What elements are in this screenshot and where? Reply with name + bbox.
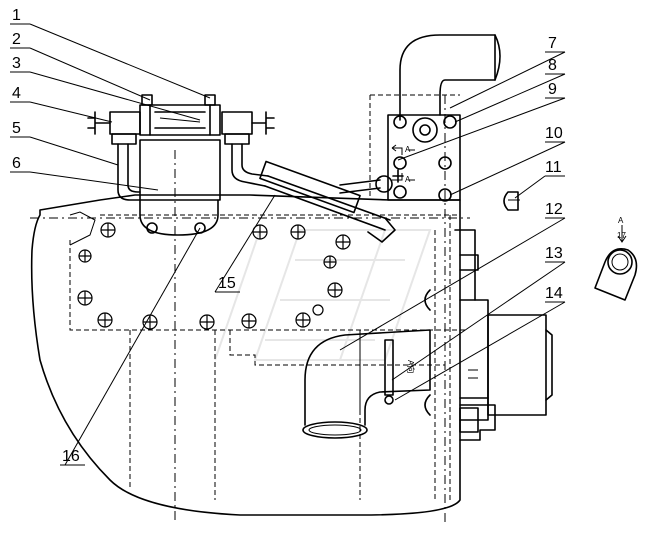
- pipes: [117, 143, 396, 243]
- section-a-upper: A: [405, 145, 411, 154]
- callout-9: 9: [548, 81, 557, 98]
- detail-views: [503, 191, 638, 301]
- callout-14: 14: [545, 285, 563, 302]
- lower-elbow: [302, 329, 431, 439]
- callout-1: 1: [12, 7, 21, 24]
- view-a-rotated-label: A向: [406, 360, 416, 373]
- callout-16: 16: [62, 448, 80, 465]
- section-a-lower: A: [405, 175, 411, 184]
- filter-housing: [139, 94, 221, 236]
- side-valves: [87, 111, 275, 145]
- callout-3: 3: [12, 55, 21, 72]
- pump-assembly: [424, 229, 553, 441]
- section-arrows: [391, 144, 403, 181]
- view-a-label: A: [618, 216, 624, 225]
- callout-4: 4: [12, 85, 21, 102]
- callout-15: 15: [218, 275, 236, 292]
- callout-labels: 1 2 3 4 5 6 7 8 9 10 11 12 13 14 15 16: [12, 7, 563, 465]
- watermark: [214, 229, 432, 361]
- callout-5: 5: [12, 120, 21, 137]
- callout-7: 7: [548, 35, 557, 52]
- view-ratio-label: 17: [617, 231, 626, 240]
- callout-6: 6: [12, 155, 21, 172]
- mounting-bracket: [387, 114, 461, 202]
- elbow-pipe: [369, 34, 501, 200]
- callout-2: 2: [12, 31, 21, 48]
- flange-bolts: [77, 222, 351, 330]
- callout-12: 12: [545, 201, 563, 218]
- section-mark-labels: A A A 17 A向: [405, 145, 626, 373]
- engine-block: [30, 95, 470, 525]
- callout-8: 8: [548, 57, 557, 74]
- callout-10: 10: [545, 125, 563, 142]
- callout-13: 13: [545, 245, 563, 262]
- callout-11: 11: [545, 159, 562, 176]
- leader-lines: [10, 23, 566, 466]
